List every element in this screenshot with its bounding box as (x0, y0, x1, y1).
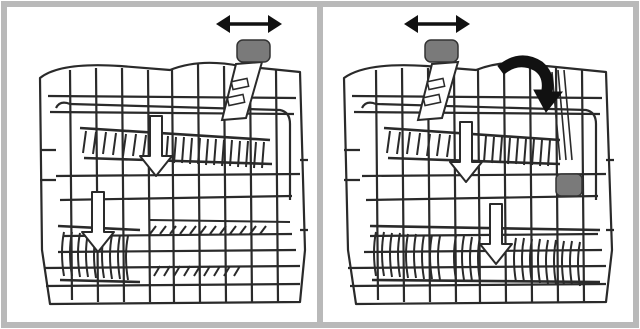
release-knob-icon (425, 40, 458, 62)
release-knob-icon (237, 40, 270, 62)
release-knob-icon (556, 174, 582, 196)
panel-divider (317, 4, 323, 325)
